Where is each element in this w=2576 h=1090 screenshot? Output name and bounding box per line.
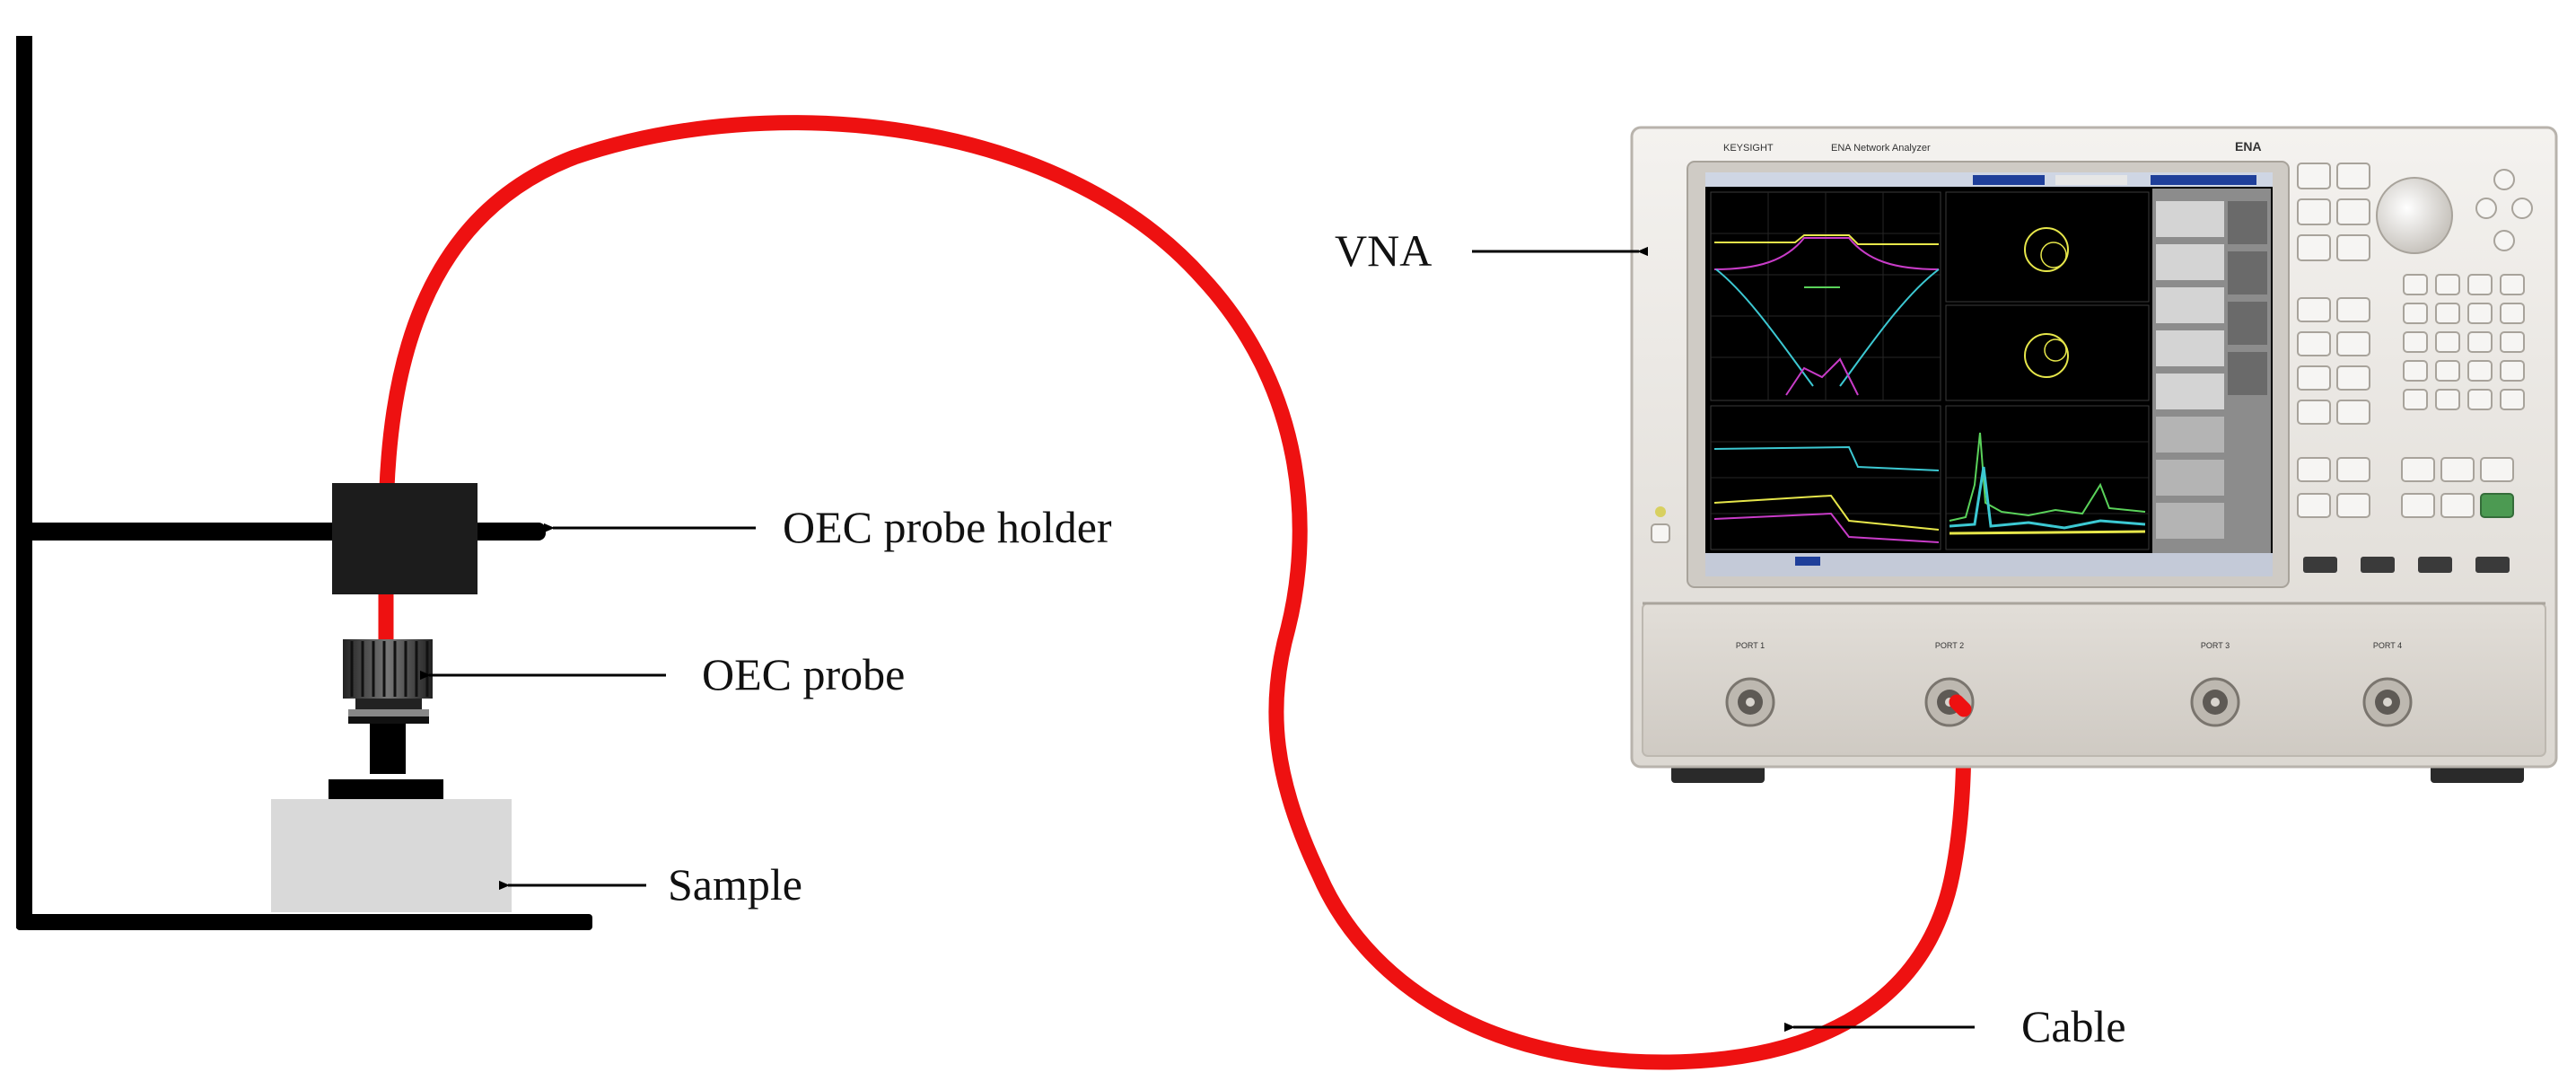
port-1-label: PORT 1 [1736,641,1765,650]
port-3-label: PORT 3 [2201,641,2230,650]
cable-label: Cable [2021,1001,2126,1051]
coax-cable-end [1949,694,1972,717]
vna-port-4 [2362,677,2413,727]
vna-instrument: KEYSIGHT ENA Network Analyzer ENA [1630,126,2558,783]
vna-model: ENA [2235,139,2262,154]
vna-port-1 [1725,677,1775,727]
vna-port-3 [2190,677,2240,727]
port-4-label: PORT 4 [2373,641,2402,650]
probe-label: OEC probe [702,649,905,699]
stand-base-rod [16,914,592,930]
vna-brand: KEYSIGHT [1723,143,1774,154]
probe-holder-label: OEC probe holder [783,502,1112,552]
sample-block [271,799,512,912]
vna-title: ENA Network Analyzer [1831,143,1931,154]
sample-label: Sample [668,859,802,910]
vna-label: VNA [1335,225,1432,276]
vna-rotary-knob [2376,177,2453,254]
stand-vertical-rod [16,36,32,928]
stand [16,36,592,930]
oec-probe [329,639,443,799]
coax-cable [378,115,1972,1070]
port-2-label: PORT 2 [1935,641,1964,650]
probe-holder [332,483,478,594]
